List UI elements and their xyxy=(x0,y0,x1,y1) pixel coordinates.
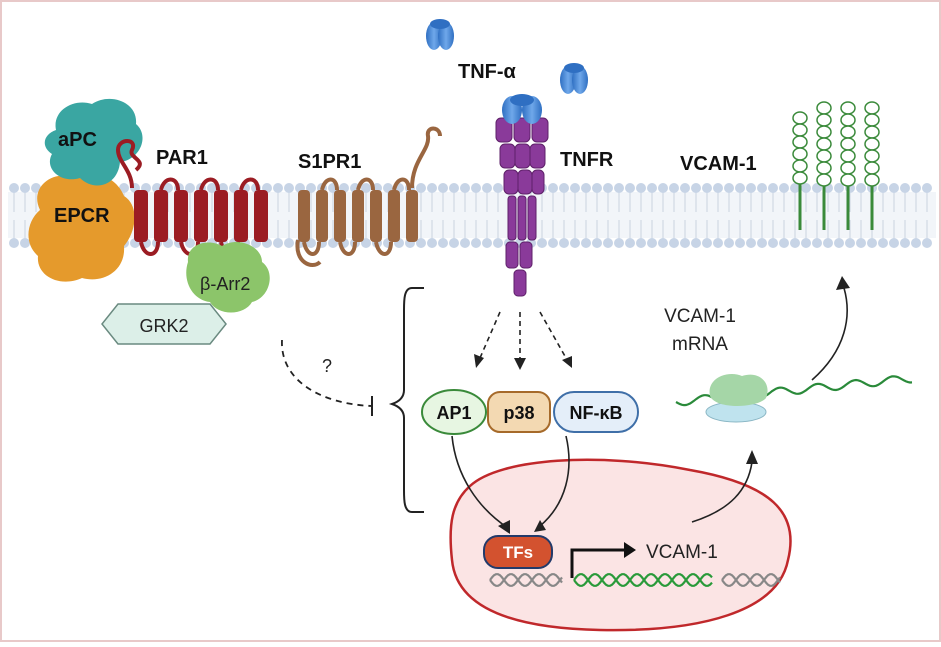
epcr-protein: EPCR xyxy=(28,172,135,282)
par1-receptor: PAR1 xyxy=(115,139,268,256)
translation-arrow xyxy=(811,287,848,381)
grk2-kinase: GRK2 xyxy=(101,303,227,345)
ap1-node: AP1 xyxy=(421,389,487,435)
transcription-start-arrow-icon xyxy=(570,542,636,578)
gene-label: VCAM-1 xyxy=(646,542,718,563)
tnfr-label: TNFR xyxy=(560,149,614,171)
vcam1-receptor-label: VCAM-1 xyxy=(680,153,757,175)
tnf-alpha-label: TNF-α xyxy=(458,61,517,83)
tf-activation-arrows xyxy=(451,435,570,529)
nfkb-label: NF-κB xyxy=(569,403,622,423)
ribosome-icon xyxy=(705,374,768,423)
dna-helix-icon xyxy=(573,573,713,587)
tnf-trimer-icon xyxy=(560,63,588,94)
dna-helix-icon xyxy=(489,573,563,587)
s1pr1-label: S1PR1 xyxy=(298,151,361,173)
apc-protein: aPC xyxy=(44,98,143,186)
question-mark: ? xyxy=(322,356,332,376)
dna-helix-icon xyxy=(721,573,781,587)
apc-label: aPC xyxy=(58,129,97,151)
epcr-label: EPCR xyxy=(54,205,110,227)
pathway-bracket xyxy=(388,287,424,513)
beta-arrestin2-label: β-Arr2 xyxy=(200,274,250,294)
vcam1-surface-protein: VCAM-1 xyxy=(680,101,880,230)
tnfr-receptor: TNFR xyxy=(495,94,614,297)
grk2-label: GRK2 xyxy=(139,316,188,336)
p38-label: p38 xyxy=(503,403,534,423)
tfs-label: TFs xyxy=(503,543,533,562)
inhibition-path: ? xyxy=(281,339,373,416)
nfkb-node: NF-κB xyxy=(553,391,639,433)
export-arrow xyxy=(691,461,753,523)
tnf-trimer-icon xyxy=(426,19,454,50)
mrna-label-line1: VCAM-1 xyxy=(664,306,736,327)
par1-label: PAR1 xyxy=(156,147,208,169)
nucleus xyxy=(449,458,792,632)
beta-arrestin2-protein: β-Arr2 xyxy=(186,241,270,313)
transcription-factors: TFs xyxy=(483,535,553,569)
s1pr1-receptor: S1PR1 xyxy=(295,126,442,268)
ap1-label: AP1 xyxy=(436,403,471,423)
p38-node: p38 xyxy=(487,391,551,433)
tnfr-signal-arrows xyxy=(479,311,567,359)
mrna-label-line2: mRNA xyxy=(672,334,728,355)
